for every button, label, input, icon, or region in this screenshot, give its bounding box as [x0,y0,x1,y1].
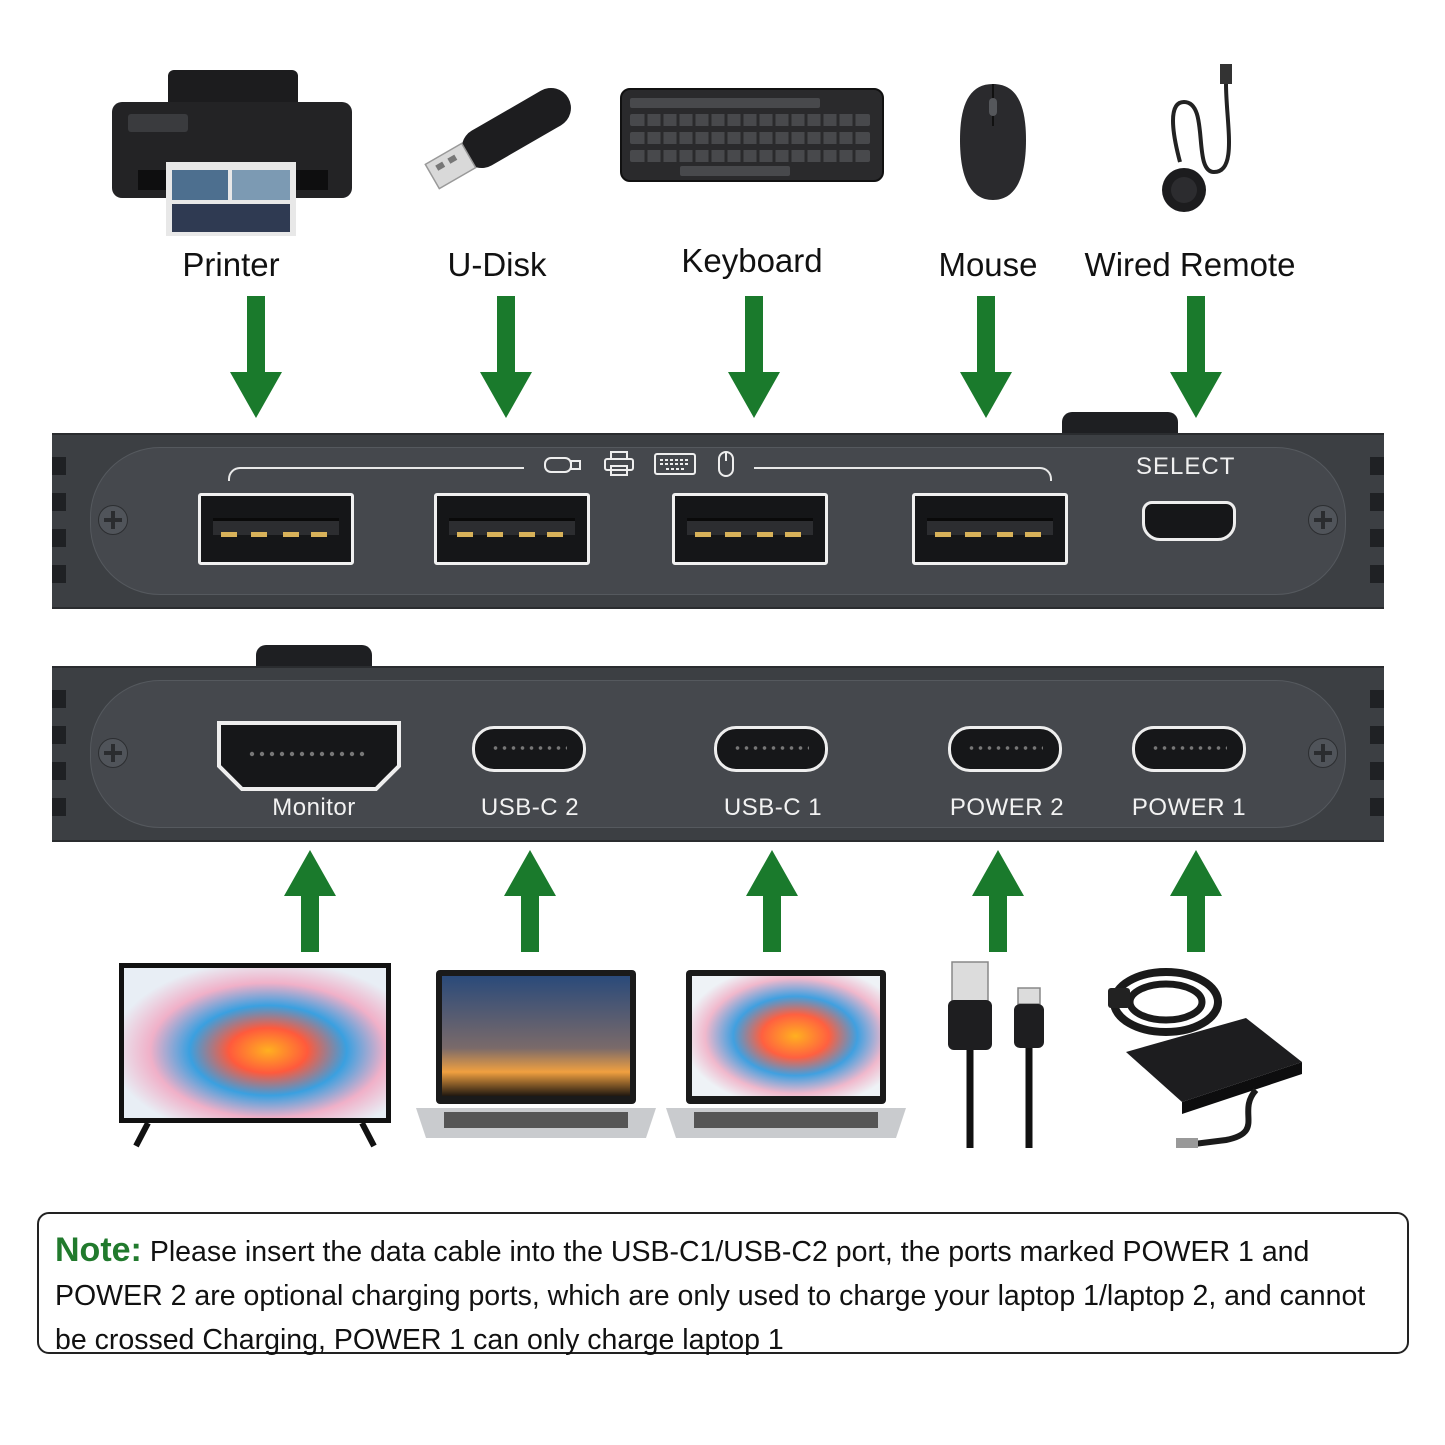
port-label-monitor: Monitor [272,794,356,821]
device-label-keyboard: Keyboard [681,242,823,279]
port-label-power-1: POWER 1 [1131,794,1247,821]
arrow-up-icon [1170,850,1222,952]
laptop-icon [416,970,656,1138]
power-adapter-icon [1108,968,1302,1148]
device-label-mouse: Mouse [938,246,1038,283]
arrow-down-icon [1170,296,1222,418]
kvm-top-panel: SELECT [52,433,1384,609]
arrow-down-icon [960,296,1012,418]
wired-remote-icon [1162,64,1232,212]
laptop-icon [666,970,906,1138]
printer-icon [604,451,634,476]
usb-drive-icon [544,457,581,473]
usb-c-port-2[interactable] [472,726,586,772]
mouse-icon [718,451,734,477]
usb-a-port[interactable] [198,493,354,565]
usb-cable-icon [948,961,1044,1148]
arrow-down-icon [480,296,532,418]
arrow-down-icon [728,296,780,418]
select-port[interactable] [1142,501,1236,541]
device-label-printer: Printer [182,246,280,283]
usb-a-port[interactable] [912,493,1068,565]
panel-knob [256,645,372,669]
hdmi-port[interactable] [216,720,402,792]
arrow-down-icon [230,296,282,418]
port-group-bracket [228,467,524,481]
port-label-power-2: POWER 2 [949,794,1065,821]
port-label-usb-c-2: USB-C 2 [480,794,580,821]
printer-icon [112,70,352,236]
device-label-u-disk: U-Disk [447,246,547,283]
screw-icon [98,738,128,768]
screw-icon [98,505,128,535]
port-label-usb-c-1: USB-C 1 [723,794,823,821]
port-group-bracket [754,467,1052,481]
tv-monitor-icon [119,963,391,1148]
mouse-icon [960,84,1026,200]
usb-a-port[interactable] [672,493,828,565]
arrow-up-icon [504,850,556,952]
arrow-up-icon [284,850,336,952]
note-label: Note: [55,1231,142,1269]
usb-a-port[interactable] [434,493,590,565]
arrow-up-icon [972,850,1024,952]
usb-c-port-1[interactable] [714,726,828,772]
keyboard-icon [620,88,884,182]
keyboard-icon [654,453,696,475]
power-port-1[interactable] [1132,726,1246,772]
note-box: Note: Please insert the data cable into … [37,1212,1409,1356]
arrow-up-icon [746,850,798,952]
device-label-wired-remote: Wired Remote [1084,246,1296,283]
usb-drive-icon [424,88,571,190]
screw-icon [1308,505,1338,535]
power-port-2[interactable] [948,726,1062,772]
kvm-bottom-panel: Monitor USB-C 2 USB-C 1 POWER 2 POWER 1 [52,666,1384,842]
select-knob[interactable] [1062,412,1178,436]
screw-icon [1308,738,1338,768]
note-text: Note: Please insert the data cable into … [55,1228,1391,1362]
select-label: SELECT [1136,453,1236,480]
note-body: Please insert the data cable into the US… [55,1236,1366,1356]
